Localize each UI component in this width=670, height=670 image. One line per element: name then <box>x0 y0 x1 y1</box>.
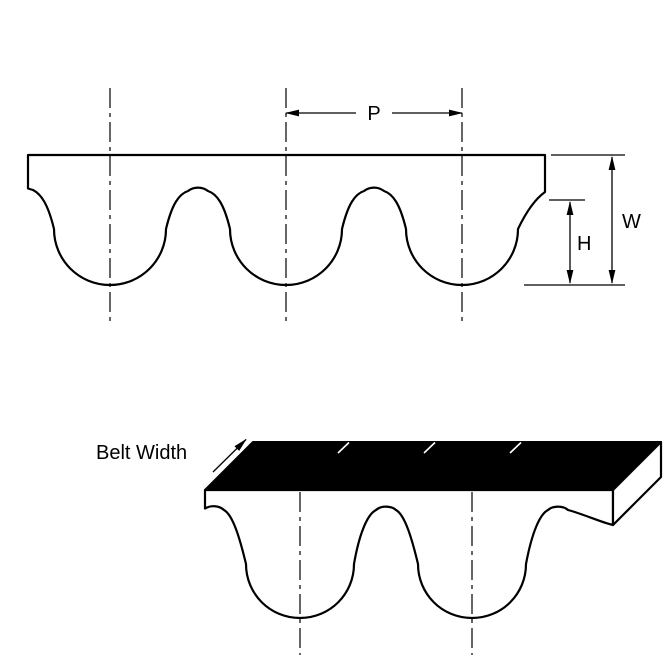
profile-view: P W H <box>26 88 641 322</box>
belt-3d-top-face <box>204 441 662 491</box>
dimension-overall-height: W <box>524 154 641 286</box>
overall-height-label: W <box>622 211 641 233</box>
pitch-label: P <box>367 103 380 125</box>
belt-width-arrow <box>212 438 247 473</box>
belt-3d-end-face <box>611 440 663 527</box>
belt-3d-front-face <box>203 488 615 620</box>
perspective-view: Belt Width <box>96 438 663 655</box>
top-face-tick-3 <box>509 441 522 454</box>
top-face-tick-1 <box>337 441 350 454</box>
belt-width-label: Belt Width <box>96 442 187 464</box>
dimension-tooth-height: H <box>549 199 591 284</box>
dimension-pitch: P <box>285 103 463 125</box>
top-face-tick-2 <box>423 441 436 454</box>
tooth-height-label: H <box>577 233 591 255</box>
belt-width-callout: Belt Width <box>96 438 247 473</box>
